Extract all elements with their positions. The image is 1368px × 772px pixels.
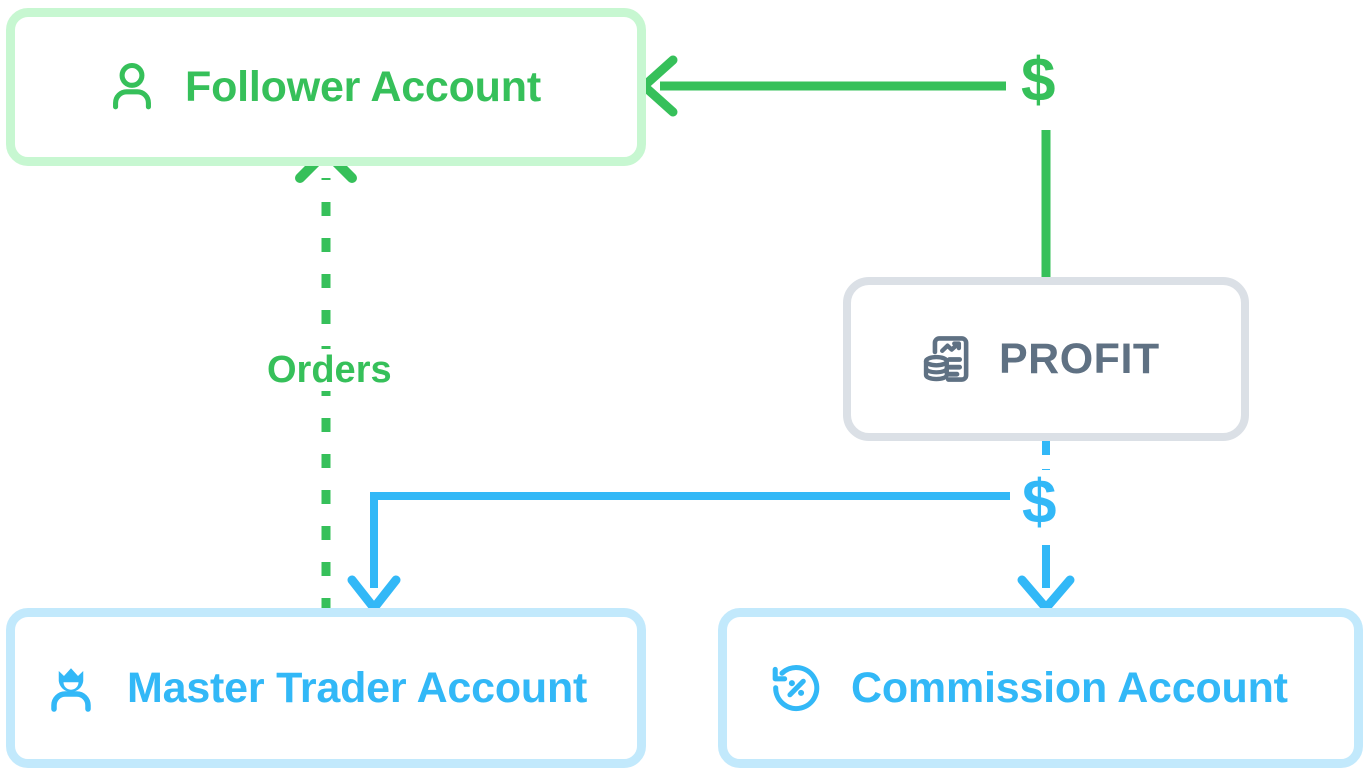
node-commission-account[interactable]: Commission Account — [718, 608, 1363, 768]
node-follower-account[interactable]: Follower Account — [6, 8, 646, 166]
person-crown-icon — [41, 656, 101, 720]
node-profit-label: PROFIT — [999, 334, 1160, 383]
report-coins-icon — [919, 330, 977, 388]
person-icon — [103, 56, 161, 118]
node-commission-label: Commission Account — [851, 663, 1288, 712]
dollar-sign-blue: $ — [1022, 468, 1057, 537]
edge-profit-to-master — [347, 492, 1010, 613]
percent-rotate-icon — [767, 659, 825, 717]
orders-edge-label: Orders — [259, 349, 400, 391]
edge-profit-to-follower — [639, 55, 1006, 117]
node-master-trader-account[interactable]: Master Trader Account — [6, 608, 646, 768]
node-profit[interactable]: PROFIT — [843, 277, 1249, 441]
node-master-label: Master Trader Account — [127, 663, 588, 712]
dollar-sign-green: $ — [1021, 46, 1056, 115]
edge-profit-to-commission — [1017, 545, 1075, 613]
node-follower-label: Follower Account — [185, 62, 541, 111]
